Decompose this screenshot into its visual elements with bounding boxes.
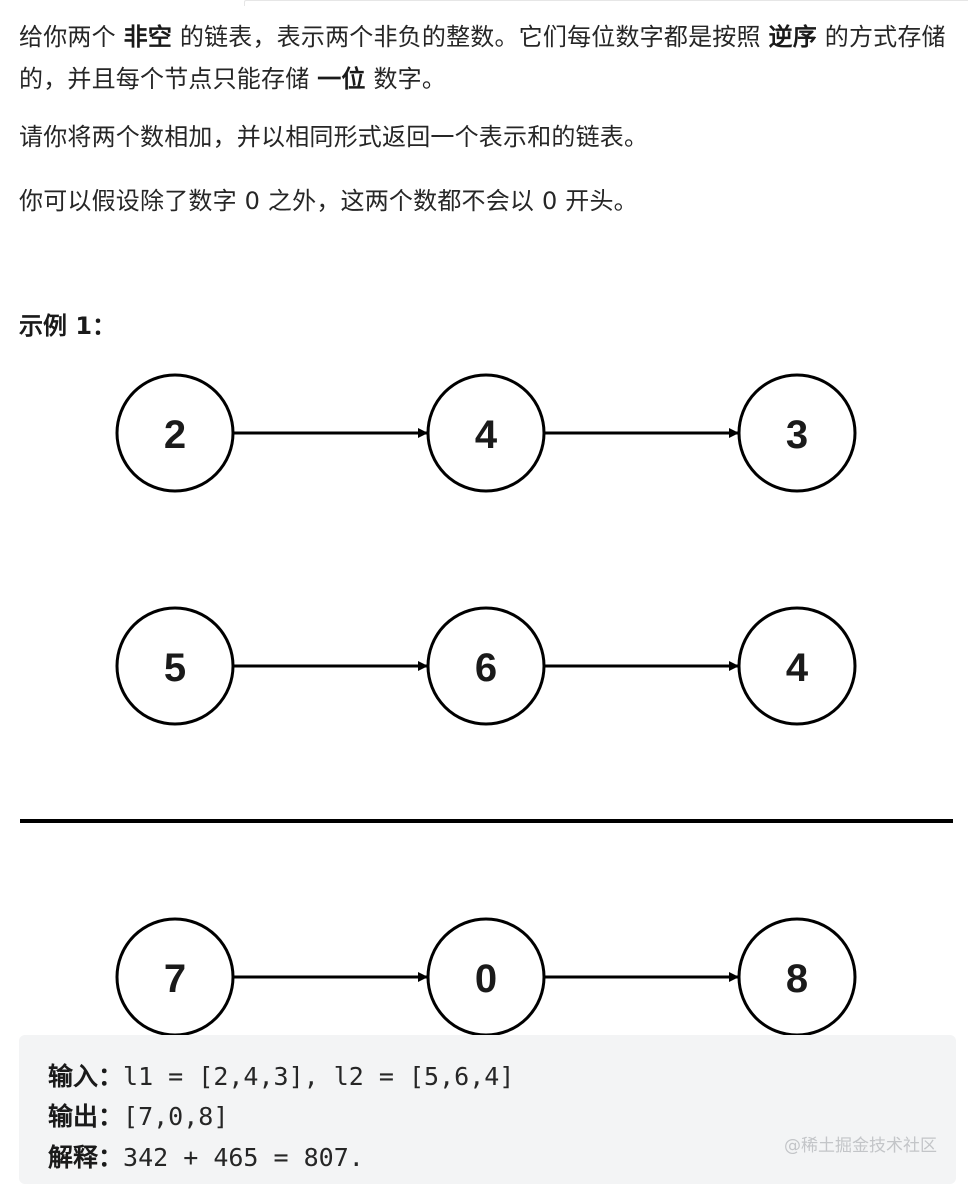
emphasis-text: 一位: [317, 65, 366, 93]
output-value: [7,0,8]: [123, 1102, 229, 1131]
input-label: 输入：: [48, 1062, 124, 1091]
input-value: l1 = [2,4,3], l2 = [5,6,4]: [123, 1062, 515, 1091]
watermark: @稀土掘金技术社区: [784, 1136, 937, 1156]
list-node: [115, 373, 235, 493]
problem-paragraph-3: 你可以假设除了数字 0 之外，这两个数都不会以 0 开头。: [19, 187, 638, 215]
problem-paragraph-2: 请你将两个数相加，并以相同形式返回一个表示和的链表。: [19, 123, 649, 151]
list-node: [737, 606, 857, 726]
list-node-value: 4: [786, 646, 809, 690]
list-node: [737, 373, 857, 493]
list-node-value: 4: [475, 413, 498, 457]
paragraph-text-segment: 的链表，表示两个非负的整数。它们每位数字都是按照: [172, 23, 769, 51]
list-node: [426, 606, 546, 726]
example-title: 示例 1：: [19, 312, 117, 340]
emphasis-text: 逆序: [768, 23, 817, 51]
list-node: [115, 606, 235, 726]
paragraph-text-segment: 数字。: [365, 65, 447, 93]
list-node-value: 5: [164, 646, 186, 690]
list-node-value: 8: [786, 957, 808, 1001]
list-node-value: 0: [475, 957, 497, 1001]
linked-list-diagram-svg: 2 4 3 5 6 4 7 0 8: [20, 373, 953, 1037]
linked-list-row-1: 2 4 3: [115, 373, 857, 493]
emphasis-text: 非空: [123, 23, 173, 51]
list-node-value: 6: [475, 646, 497, 690]
list-node-value: 3: [786, 413, 808, 457]
top-border-decoration: [244, 0, 968, 6]
input-line: 输入：l1 = [2,4,3], l2 = [5,6,4]: [48, 1057, 514, 1097]
example-code-block: 输入：l1 = [2,4,3], l2 = [5,6,4] 输出：[7,0,8]…: [19, 1035, 956, 1184]
problem-paragraph-1: 给你两个 非空 的链表，表示两个非负的整数。它们每位数字都是按照 逆序 的方式存…: [19, 16, 949, 100]
linked-list-row-3: 7 0 8: [115, 917, 857, 1037]
linked-list-row-2: 5 6 4: [115, 606, 857, 726]
output-line: 输出：[7,0,8]: [48, 1097, 228, 1137]
paragraph-text-segment: 的方式存储的，并且每个节点只能存储: [19, 23, 946, 93]
explanation-value: 342 + 465 = 807.: [123, 1143, 364, 1172]
output-label: 输出：: [48, 1102, 124, 1131]
paragraph-text-segment: 给你两个: [19, 23, 124, 51]
list-node: [426, 373, 546, 493]
list-node-value: 2: [164, 413, 186, 457]
linked-list-diagram: 2 4 3 5 6 4 7 0 8: [0, 350, 968, 1040]
list-node-value: 7: [164, 957, 186, 1001]
explanation-line: 解释：342 + 465 = 807.: [48, 1138, 364, 1178]
explanation-label: 解释：: [48, 1143, 124, 1172]
